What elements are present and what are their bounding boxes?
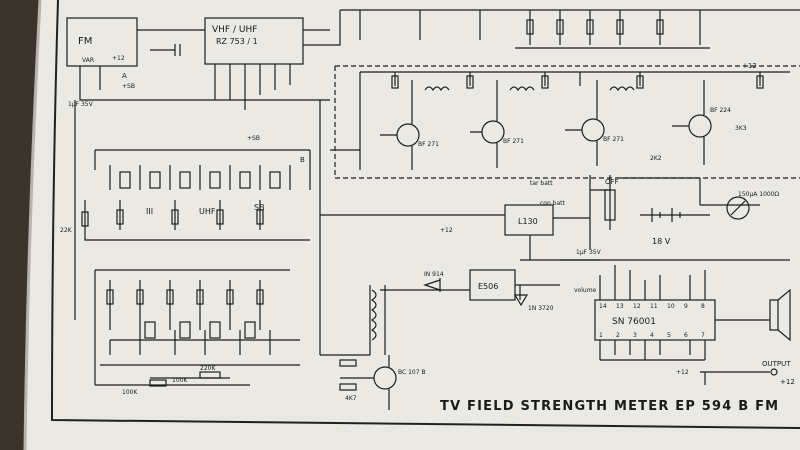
bf271a-label: BF 271 bbox=[418, 141, 439, 148]
ic-pin-number: 11 bbox=[650, 303, 658, 310]
fm-label: FM bbox=[78, 36, 92, 47]
ic-pin-number: 3 bbox=[633, 332, 637, 339]
ic-pin-number: 13 bbox=[616, 303, 624, 310]
r220k-label: 220K bbox=[200, 365, 216, 372]
bf271b-label: BF 271 bbox=[503, 138, 524, 145]
r100k-b-label: 100K bbox=[122, 389, 138, 396]
fm-block bbox=[66, 17, 138, 67]
sn76001-label: SN 76001 bbox=[612, 317, 656, 327]
mid-plus12: +12 bbox=[440, 227, 453, 234]
tuner-name: VHF / UHF bbox=[212, 25, 257, 35]
ic-pin-number: 9 bbox=[684, 303, 688, 310]
ic-pin-number: 8 bbox=[701, 303, 705, 310]
in914-label: IN 914 bbox=[424, 271, 444, 278]
ic-pin-number: 10 bbox=[667, 303, 675, 310]
top-plus12: +12 bbox=[742, 62, 757, 70]
a-label: A bbox=[122, 72, 127, 80]
page-border bbox=[50, 0, 800, 429]
ic-pin-number: 12 bbox=[633, 303, 641, 310]
var-label: VAR bbox=[82, 57, 94, 64]
tuner-block bbox=[204, 17, 304, 65]
sb-label: SB bbox=[254, 203, 265, 212]
tuner-model: RZ 753 / 1 bbox=[216, 37, 258, 46]
fm-sb-label: +SB bbox=[122, 83, 135, 90]
ic-pin-number: 6 bbox=[684, 332, 688, 339]
r22k-label: 22K bbox=[60, 227, 73, 234]
c1u35-label: 1µF 35V bbox=[68, 101, 94, 108]
b-label: B bbox=[300, 156, 305, 164]
ic-pin-number: 2 bbox=[616, 332, 620, 339]
meter-label: 150µA 1000Ω bbox=[738, 191, 780, 198]
ic-pin-number: 4 bbox=[650, 332, 654, 339]
ic-pin-number: 14 bbox=[599, 303, 607, 310]
bf271c-label: BF 271 bbox=[603, 136, 624, 143]
paper-sheet bbox=[25, 0, 800, 450]
output-label: OUTPUT bbox=[762, 360, 791, 368]
ic-pin-number: 5 bbox=[667, 332, 671, 339]
zener-label: 1N 3720 bbox=[528, 305, 554, 312]
output-plus12: +12 bbox=[780, 378, 795, 386]
off-label: OFF bbox=[605, 178, 619, 186]
battery-voltage: 18 V bbox=[652, 237, 671, 246]
con-batt-label: con batt bbox=[540, 200, 566, 207]
c1u35b-label: 1µF 35V bbox=[576, 249, 602, 256]
circuit-wires bbox=[66, 9, 800, 410]
band3-label: III bbox=[146, 207, 153, 216]
amp-plus12: +12 bbox=[676, 369, 689, 376]
meter-symbol bbox=[726, 196, 750, 220]
r3k3-label: 3K3 bbox=[735, 125, 747, 132]
mid-sb-label: +SB bbox=[247, 135, 260, 142]
r100k-label: 100K bbox=[172, 377, 188, 384]
ic-pin-number: 7 bbox=[701, 332, 705, 339]
bf224-label: BF 224 bbox=[710, 107, 731, 114]
ic-pin-number: 1 bbox=[599, 332, 603, 339]
uhf-label: UHF bbox=[199, 207, 216, 216]
e506-label: E506 bbox=[478, 282, 498, 291]
bc107b-label: BC 107 B bbox=[398, 369, 426, 376]
l130-block bbox=[504, 204, 554, 236]
r4k7-label: 4K7 bbox=[345, 395, 357, 402]
volume-label: volume bbox=[574, 287, 597, 294]
diagram-title: TV FIELD STRENGTH METER EP 594 B FM bbox=[440, 399, 779, 414]
l130-label: L130 bbox=[518, 217, 538, 226]
r2k2-label: 2K2 bbox=[650, 155, 662, 162]
tar-batt-label: tar batt bbox=[530, 180, 553, 187]
fm-plus12: +12 bbox=[112, 55, 125, 62]
labels-layer: FM VHF / UHF RZ 753 / 1 +12 VAR A +SB +1… bbox=[60, 25, 795, 414]
